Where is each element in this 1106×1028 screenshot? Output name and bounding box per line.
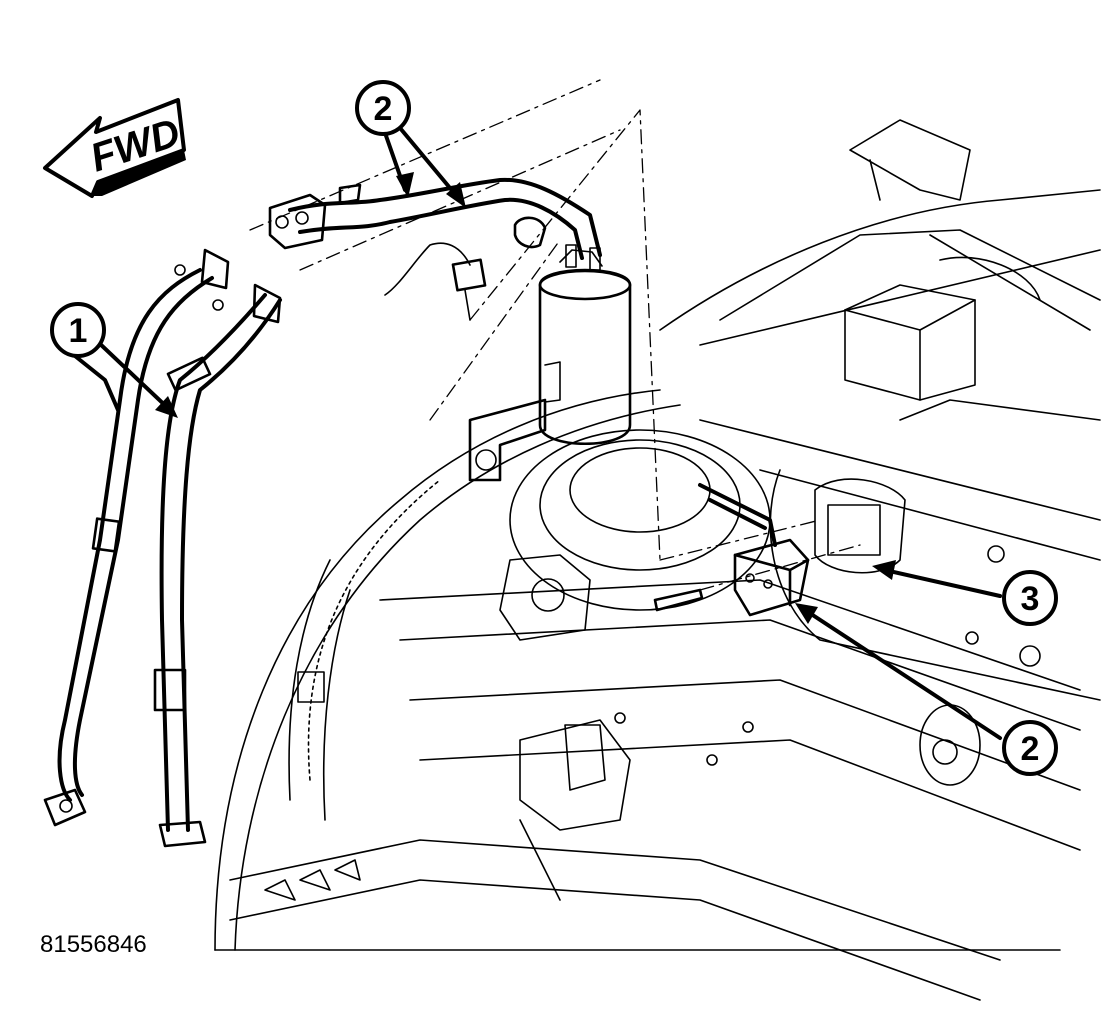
fwd-direction-arrow: FWD: [43, 98, 186, 198]
figure-id: 81556846: [40, 931, 147, 958]
installation-centerlines: [249, 79, 861, 591]
callout-3-number: 3: [1021, 580, 1040, 618]
callout-3: 3: [1002, 570, 1058, 626]
callout-leaders: [73, 126, 1002, 740]
callout-2-top: 2: [355, 80, 411, 136]
callout-2-bottom: 2: [1002, 720, 1058, 776]
liquid-line-block: [653, 483, 810, 617]
vehicle-body-structure: [214, 119, 1101, 1001]
callout-1-number: 1: [69, 312, 88, 350]
accumulator-assembly: [268, 177, 632, 482]
callout-2-bottom-number: 2: [1021, 730, 1040, 768]
ac-suction-discharge-hoses: [43, 248, 282, 848]
callout-2-top-number: 2: [374, 90, 393, 128]
callout-1: 1: [50, 302, 106, 358]
